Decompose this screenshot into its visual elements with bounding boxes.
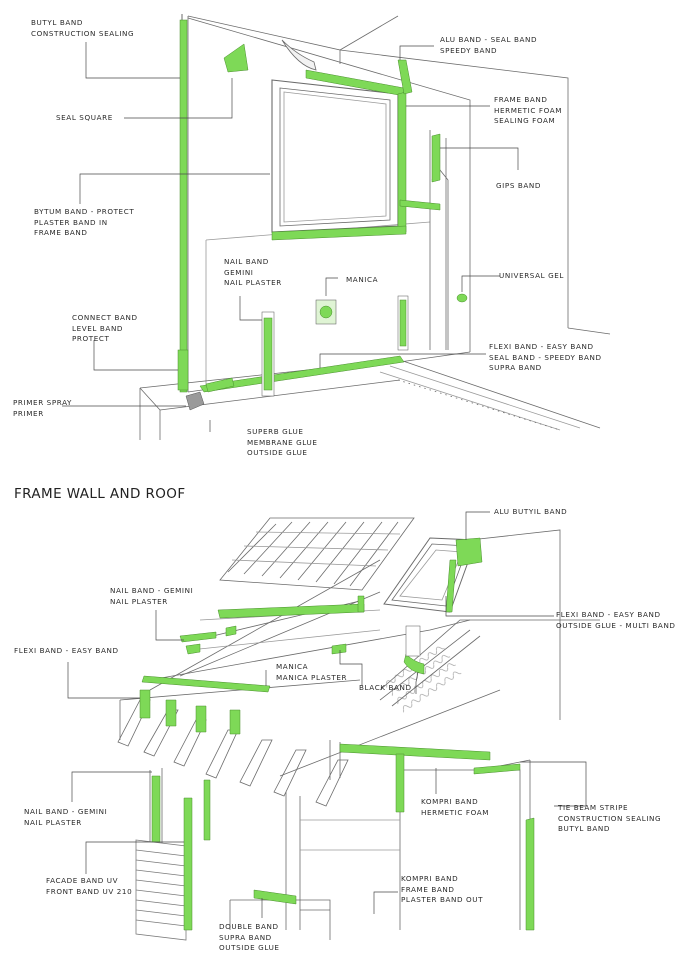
interior-wall-seals	[177, 19, 468, 411]
interior-wall-drawing	[139, 14, 611, 440]
bottom-leader-lines	[67, 511, 587, 918]
label-flexi-band-roof-left: FLEXI BAND - EASY BAND	[14, 646, 119, 655]
label-manica-top: MANICA	[346, 275, 379, 284]
facade-boards	[135, 839, 187, 941]
section-title: FRAME WALL AND ROOF	[14, 486, 186, 502]
label-black-band: BLACK BAND	[359, 683, 412, 692]
label-alu-butyil-band: ALU BUTYIL BAND	[494, 507, 568, 516]
label-seal-square: SEAL SQUARE	[56, 113, 113, 122]
label-universal-gel: UNIVERSAL GEL	[499, 271, 565, 280]
frame-roof-seals	[139, 537, 535, 931]
roof-tiles	[219, 517, 415, 591]
label-gips-band: GIPS BAND	[496, 181, 542, 190]
top-leader-lines	[62, 42, 519, 432]
